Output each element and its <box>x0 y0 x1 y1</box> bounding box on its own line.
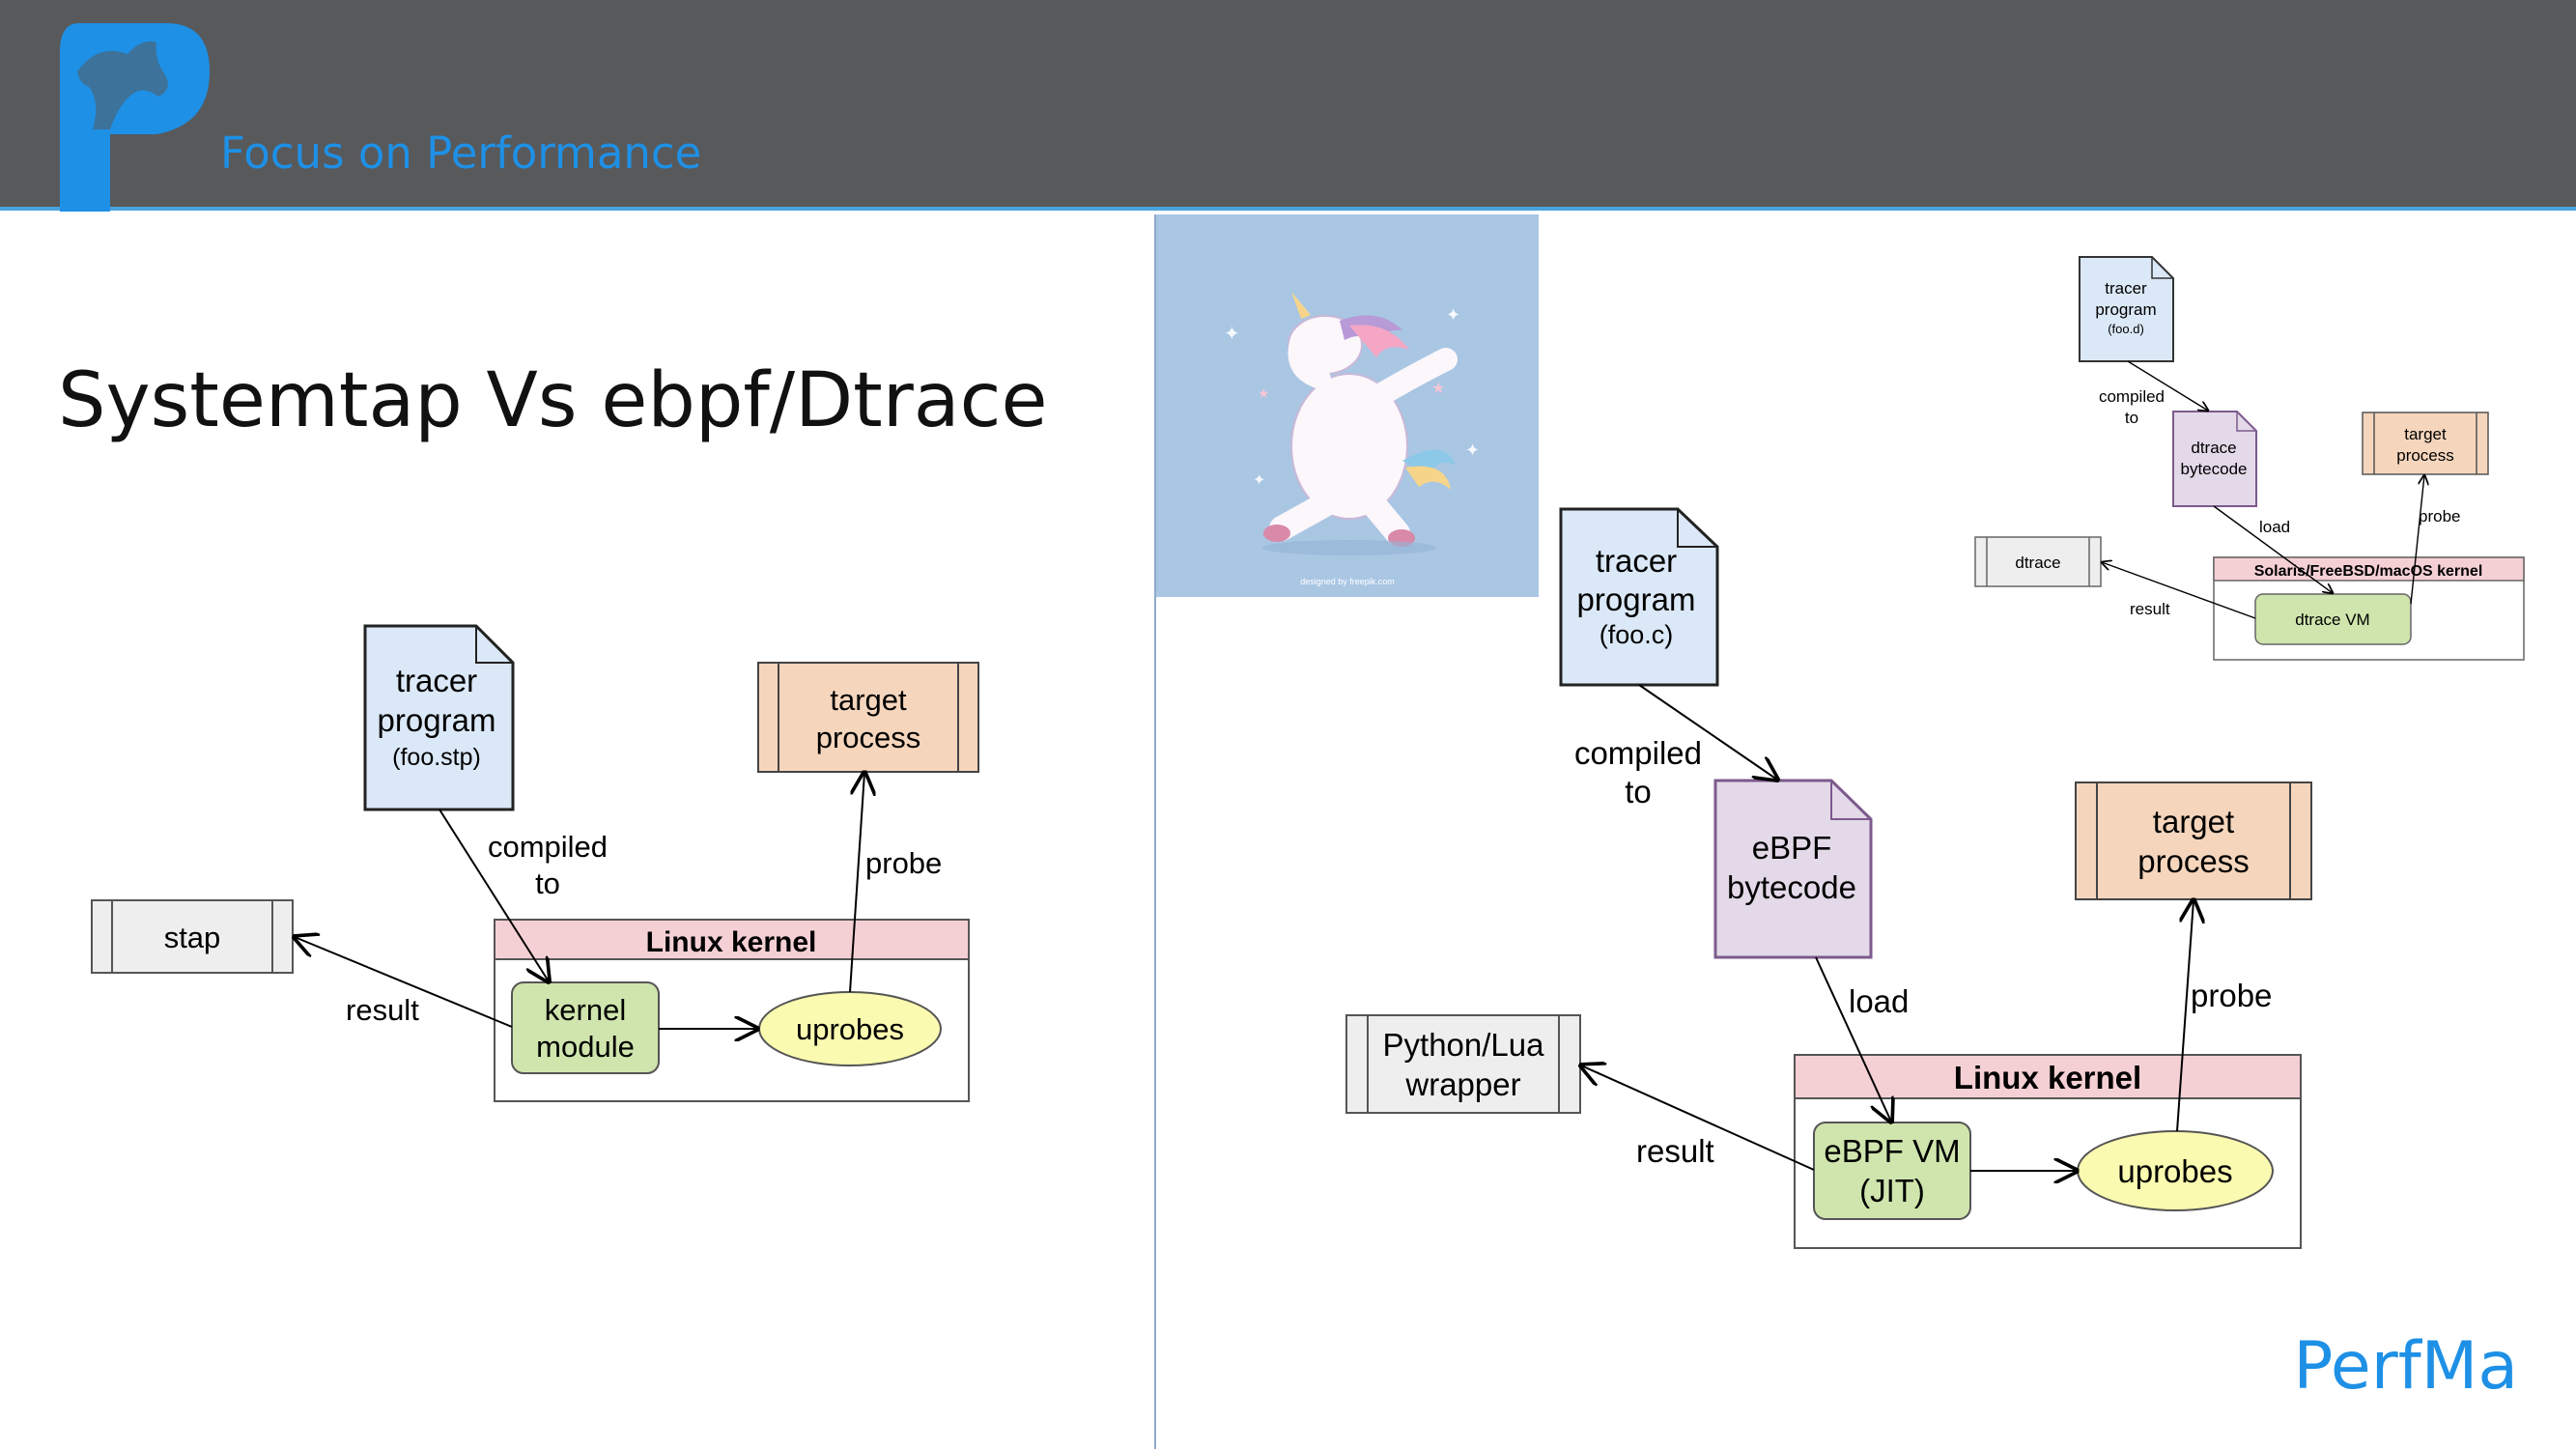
ebpf-load-label: load <box>1849 983 1909 1019</box>
svg-text:✦: ✦ <box>1253 472 1265 489</box>
st-uprobes-ellipse: uprobes <box>758 991 942 1066</box>
svg-text:uprobes: uprobes <box>796 1012 904 1046</box>
svg-text:(foo.d): (foo.d) <box>2108 322 2144 336</box>
ebpf-tracer-program-doc: tracer program (foo.c) <box>1559 507 1719 687</box>
ebpf-wrapper-box: Python/Lua wrapper <box>1345 1014 1581 1114</box>
svg-text:process: process <box>2396 446 2454 465</box>
svg-text:(JIT): (JIT) <box>1859 1173 1925 1208</box>
svg-text:program: program <box>378 702 496 738</box>
svg-text:(foo.c): (foo.c) <box>1599 620 1674 649</box>
svg-text:✦: ✦ <box>1465 440 1480 460</box>
svg-text:★: ★ <box>1258 385 1270 401</box>
dt-probe-arrow <box>2410 475 2424 605</box>
dtrace-diagram: tracer program (foo.d) dtrace bytecode t… <box>1974 256 2525 661</box>
svg-text:eBPF VM: eBPF VM <box>1824 1133 1960 1169</box>
st-result-label: result <box>346 993 419 1027</box>
svg-text:wrapper: wrapper <box>1404 1066 1520 1102</box>
svg-text:dtrace VM: dtrace VM <box>2295 611 2369 629</box>
dt-tracer-program-doc: tracer program (foo.d) <box>2079 256 2174 362</box>
dt-load-arrow <box>2213 505 2333 593</box>
svg-text:target: target <box>2153 804 2234 839</box>
illustration-credit: designed by freepik.com <box>1300 577 1395 586</box>
dt-result-arrow <box>2102 562 2256 619</box>
svg-text:eBPF: eBPF <box>1752 830 1832 866</box>
ebpf-target-process-box: target process <box>2075 781 2312 900</box>
st-probe-label: probe <box>865 846 942 880</box>
svg-text:✦: ✦ <box>1446 305 1460 325</box>
header-bar: Focus on Performance <box>0 0 2576 212</box>
ebpf-result-arrow <box>1581 1065 1815 1171</box>
st-probe-arrow <box>849 773 864 993</box>
ebpf-probe-label: probe <box>2191 978 2272 1013</box>
ebpf-vm-box: eBPF VM (JIT) <box>1813 1122 1971 1220</box>
svg-text:dtrace: dtrace <box>2191 439 2236 457</box>
ebpf-bytecode-doc: eBPF bytecode <box>1713 779 1873 959</box>
ebpf-result-label: result <box>1636 1133 1714 1169</box>
svg-text:bytecode: bytecode <box>2181 460 2248 478</box>
dt-compiled-to-label: to <box>2125 409 2138 427</box>
svg-text:dtrace: dtrace <box>2015 554 2060 572</box>
dt-result-label: result <box>2130 600 2170 618</box>
svg-text:bytecode: bytecode <box>1727 869 1856 905</box>
dt-compiled-label: compiled <box>2099 387 2165 406</box>
svg-text:Linux kernel: Linux kernel <box>646 926 817 958</box>
svg-text:uprobes: uprobes <box>2117 1153 2232 1189</box>
perfma-logo-icon <box>60 23 210 212</box>
svg-text:★: ★ <box>1431 381 1445 397</box>
st-target-process-box: target process <box>757 662 979 773</box>
st-result-arrow <box>295 937 513 1028</box>
dt-bytecode-doc: dtrace bytecode <box>2172 411 2257 507</box>
dt-compiled-arrow <box>2127 360 2208 411</box>
svg-text:program: program <box>2095 300 2156 319</box>
st-compiled-arrow <box>439 809 549 981</box>
svg-text:✦: ✦ <box>1224 324 1240 345</box>
unicorn-illustration: ✦ ✦ ✦ ✦ ★ ★ designed by freepik.com <box>1156 214 1539 597</box>
vertical-divider <box>1154 214 1156 1449</box>
ebpf-load-arrow <box>1815 956 1891 1122</box>
systemtap-diagram: tracer program (foo.stp) target process … <box>91 624 979 1102</box>
svg-text:process: process <box>816 721 921 754</box>
svg-text:(foo.stp): (foo.stp) <box>392 744 481 771</box>
ebpf-compiled-arrow <box>1638 684 1777 780</box>
ebpf-compiled-to-label: to <box>1625 774 1652 810</box>
st-compiled-to-label: to <box>535 867 560 900</box>
dt-load-label: load <box>2259 518 2290 536</box>
svg-text:tracer: tracer <box>396 663 477 698</box>
brand-tagline: Focus on Performance <box>220 128 702 179</box>
svg-text:tracer: tracer <box>2105 279 2147 298</box>
footer-brand: PerfMa <box>2293 1328 2518 1405</box>
dt-probe-label: probe <box>2419 507 2460 526</box>
svg-text:process: process <box>2137 843 2250 879</box>
slide-title: Systemtap Vs ebpf/Dtrace <box>58 357 1048 444</box>
svg-text:kernel: kernel <box>545 993 626 1027</box>
dt-dtrace-box: dtrace <box>1974 536 2102 587</box>
svg-text:module: module <box>536 1030 635 1064</box>
svg-text:target: target <box>2404 425 2447 443</box>
svg-text:program: program <box>1577 582 1696 617</box>
ebpf-compiled-label: compiled <box>1574 735 1702 771</box>
svg-text:stap: stap <box>164 921 221 954</box>
st-compiled-label: compiled <box>488 830 608 864</box>
ebpf-uprobes-ellipse: uprobes <box>2077 1130 2274 1211</box>
svg-text:target: target <box>830 683 907 717</box>
svg-text:Python/Lua: Python/Lua <box>1383 1027 1545 1063</box>
svg-text:Solaris/FreeBSD/macOS kernel: Solaris/FreeBSD/macOS kernel <box>2254 563 2483 580</box>
svg-text:Linux kernel: Linux kernel <box>1954 1060 2141 1095</box>
dt-vm-box: dtrace VM <box>2254 593 2412 645</box>
st-stap-box: stap <box>91 899 294 974</box>
st-tracer-program-doc: tracer program (foo.stp) <box>363 624 515 811</box>
dt-target-process-box: target process <box>2362 412 2489 475</box>
ebpf-probe-arrow <box>2176 900 2194 1132</box>
st-kernel-module-box: kernel module <box>511 981 660 1074</box>
ebpf-diagram: tracer program (foo.c) eBPF bytecode tar… <box>1345 507 2312 1249</box>
svg-text:tracer: tracer <box>1596 543 1677 579</box>
